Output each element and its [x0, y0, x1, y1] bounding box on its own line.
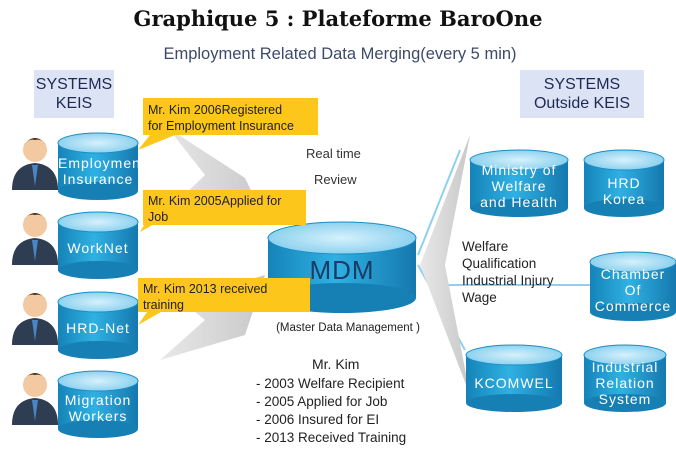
db-worknet: WorkNet — [58, 240, 138, 256]
db-label-line: Workers — [68, 408, 128, 424]
person-icon — [12, 138, 58, 190]
database-icon — [469, 149, 569, 217]
person-icon — [12, 373, 58, 425]
systems-outside-line2: Outside KEIS — [533, 95, 631, 112]
db-hrd-korea: HRD Korea — [584, 175, 664, 207]
systems-keis-box: SYSTEMS KEIS — [34, 70, 114, 118]
callout-line: Mr. Kim 2013 received — [143, 282, 268, 296]
db-label-line: Insurance — [62, 171, 134, 187]
kim-history-item: - 2005 Applied for Job — [256, 394, 388, 409]
review-label: Review — [314, 172, 357, 187]
callout-tail — [138, 308, 168, 325]
callout-text-job: Mr. Kim 2005Applied for Job — [143, 190, 313, 228]
db-chamber-of-commerce: Chamber Of Commerce — [590, 266, 676, 314]
database-icon — [57, 132, 139, 200]
kim-history-item: - 2003 Welfare Recipient — [256, 376, 405, 391]
db-label-line: HRD-Net — [66, 320, 130, 336]
callout-line: Mr. Kim 2006Registered — [148, 103, 283, 117]
database-icon — [57, 291, 139, 359]
welfare-list: Welfare Qualification Industrial Injury … — [462, 238, 554, 306]
db-ministry-welfare-health: Ministry of Welfare and Health — [470, 162, 568, 210]
db-label-line: and Health — [480, 194, 558, 210]
callout-box — [143, 190, 306, 225]
systems-keis-line1: SYSTEMS — [35, 76, 113, 93]
kim-history-item: - 2006 Insured for EI — [256, 412, 380, 427]
callout-line: training — [143, 298, 184, 312]
systems-keis-line2: KEIS — [55, 95, 93, 112]
welfare-list-item: Wage — [462, 290, 497, 305]
mdm-caption: (Master Data Management ) — [276, 322, 420, 334]
person-icon — [12, 293, 58, 345]
callout-line: Job — [148, 210, 169, 224]
callout-box — [138, 278, 310, 312]
db-migration-workers: Migration Workers — [58, 392, 138, 424]
callout-text-employment: Mr. Kim 2006Registered for Employment In… — [143, 99, 323, 137]
database-icon — [465, 344, 563, 412]
systems-outside-line1: SYSTEMS — [543, 76, 621, 93]
db-label-line: Commerce — [594, 298, 672, 314]
callout-box — [143, 98, 318, 135]
database-icon — [583, 344, 667, 412]
welfare-list-item: Welfare — [462, 239, 509, 254]
systems-outside-keis-box: SYSTEMS Outside KEIS — [520, 70, 644, 118]
callout-tail — [138, 135, 175, 150]
database-icon — [589, 251, 676, 321]
db-label-line: Welfare — [491, 178, 547, 194]
callout-text-training: Mr. Kim 2013 received training — [138, 278, 313, 316]
page-title: Graphique 5 : Plateforme BaroOne — [133, 6, 543, 31]
db-label-line: Migration — [64, 392, 132, 408]
realtime-label: Real time — [306, 146, 361, 161]
db-industrial-relation-system: Industrial Relation System — [584, 359, 666, 407]
db-label-line: Of — [624, 282, 642, 298]
db-label-line: WorkNet — [67, 240, 129, 256]
welfare-list-item: Industrial Injury — [462, 273, 554, 288]
database-icon — [583, 149, 665, 217]
db-label-line: Industrial — [591, 359, 659, 375]
database-icon — [57, 211, 139, 279]
db-label-line: Ministry of — [481, 162, 557, 178]
db-employment-insurance: Employment Insurance — [58, 155, 138, 187]
kim-name: Mr. Kim — [312, 356, 360, 372]
kim-history-list: - 2003 Welfare Recipient - 2005 Applied … — [256, 375, 406, 447]
db-label-line: HRD — [607, 175, 641, 191]
chevron-arrow-right — [420, 135, 470, 395]
kim-history-item: - 2013 Received Training — [256, 430, 407, 445]
db-label-line: Korea — [602, 191, 646, 207]
db-kcomwel: KCOMWEL — [466, 375, 562, 391]
db-label-line: System — [598, 391, 652, 407]
diagram-subtitle: Employment Related Data Merging(every 5 … — [163, 45, 517, 63]
db-label-line: Chamber — [600, 266, 666, 282]
db-label-line: Relation — [595, 375, 655, 391]
callout-line: for Employment Insurance — [148, 119, 294, 133]
welfare-list-item: Qualification — [462, 256, 537, 271]
mdm-label: MDM — [309, 255, 375, 285]
callout-line: Mr. Kim 2005Applied for — [148, 194, 282, 208]
person-icon — [12, 213, 58, 265]
database-icon — [57, 370, 139, 438]
db-label-line: KCOMWEL — [474, 375, 554, 391]
db-label-line: Employment — [58, 155, 138, 171]
db-hrd-net: HRD-Net — [58, 320, 138, 336]
